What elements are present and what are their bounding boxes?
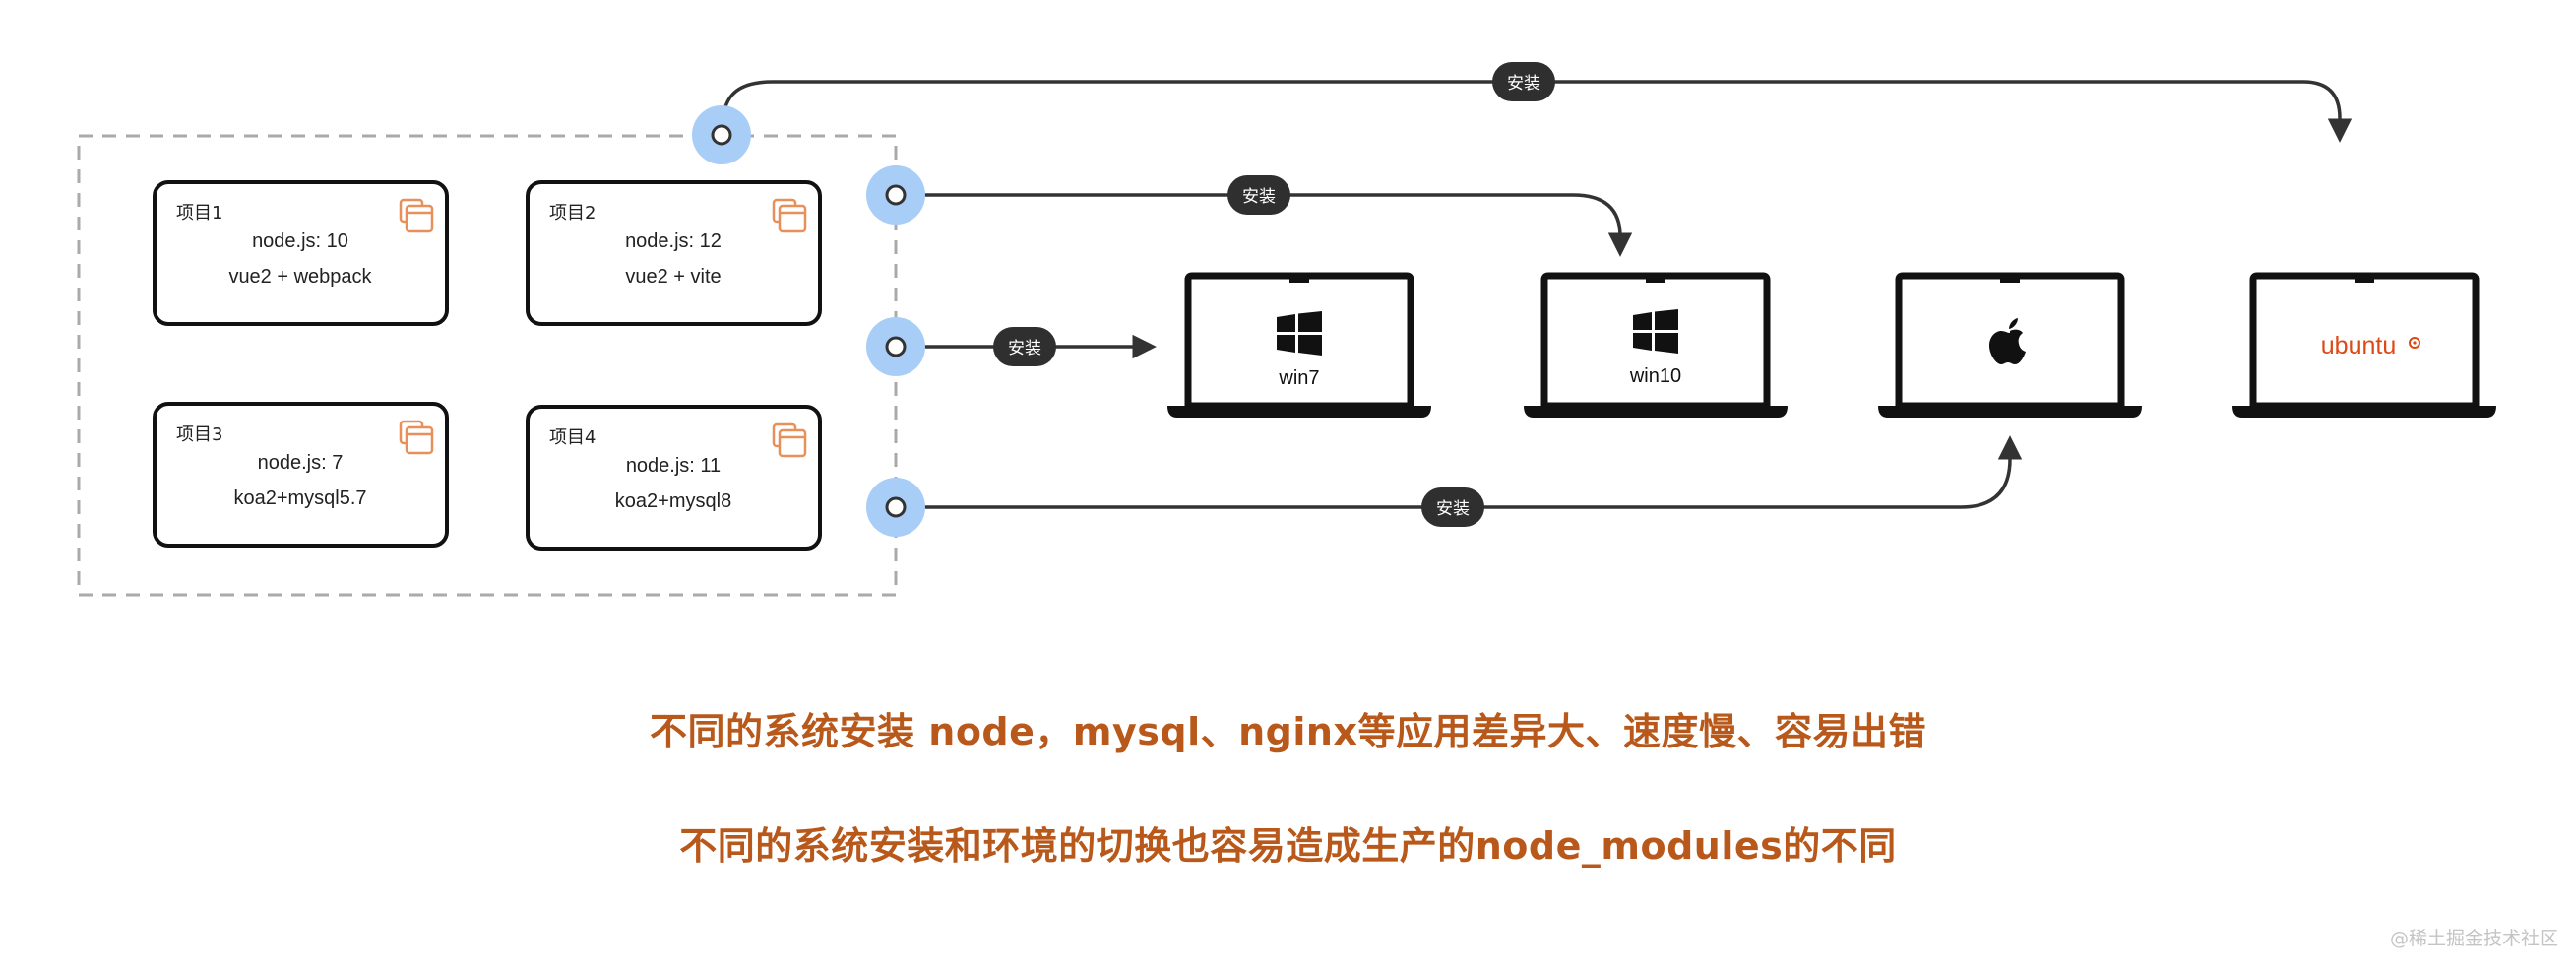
connection-node [866, 478, 925, 537]
window-stack-icon [399, 420, 434, 455]
window-stack-icon [399, 198, 434, 233]
project-node-version: node.js: 11 [626, 455, 721, 477]
connector-to-win10 [896, 193, 1633, 257]
project-card: 项目2 node.js: 12 vue2 + vite [526, 180, 822, 326]
windows-logo-icon [1633, 309, 1678, 354]
project-node-version: node.js: 10 [252, 230, 348, 252]
connection-node [866, 165, 925, 225]
laptop-ubuntu: ubuntu [2232, 272, 2496, 418]
laptop-win7: win7 [1167, 272, 1431, 418]
install-pill: 安装 [1492, 62, 1555, 101]
caption-env-differences: 不同的系统安装和环境的切换也容易造成生产的node_modules的不同 [679, 824, 1897, 868]
connection-node [866, 317, 925, 376]
project-card: 项目3 node.js: 7 koa2+mysql5.7 [153, 402, 449, 548]
install-pill: 安装 [1421, 487, 1484, 527]
svg-text:安装: 安装 [1008, 339, 1041, 358]
window-stack-icon [772, 198, 807, 233]
project-node-version: node.js: 7 [258, 452, 344, 474]
laptop-label: win7 [1278, 367, 1319, 389]
svg-text:ubuntu: ubuntu [2321, 332, 2396, 359]
svg-text:安装: 安装 [1507, 74, 1540, 94]
laptop-win10: win10 [1524, 272, 1788, 418]
apple-logo-icon [1989, 318, 2026, 364]
project-card: 项目4 node.js: 11 koa2+mysql8 [526, 405, 822, 551]
ubuntu-logo-icon: ubuntu [2321, 332, 2420, 359]
project-id: 项目1 [176, 203, 222, 224]
install-pill: 安装 [993, 327, 1056, 366]
svg-text:安装: 安装 [1242, 187, 1276, 207]
project-id: 项目4 [549, 427, 596, 448]
project-card: 项目1 node.js: 10 vue2 + webpack [153, 180, 449, 326]
project-stack: vue2 + webpack [228, 266, 372, 288]
project-stack: vue2 + vite [625, 266, 721, 288]
laptop-label: win10 [1629, 365, 1681, 387]
watermark: @稀土掘金技术社区 [2389, 928, 2558, 949]
svg-text:安装: 安装 [1436, 499, 1470, 519]
window-stack-icon [772, 422, 807, 458]
project-stack: koa2+mysql8 [615, 490, 731, 512]
windows-logo-icon [1277, 311, 1322, 356]
caption-install-issues: 不同的系统安装 node，mysql、nginx等应用差异大、速度慢、容易出错 [650, 710, 1926, 753]
install-pill: 安装 [1227, 175, 1290, 215]
project-id: 项目2 [549, 203, 596, 224]
project-node-version: node.js: 12 [625, 230, 722, 252]
project-stack: koa2+mysql5.7 [233, 487, 366, 509]
connection-node [692, 105, 751, 164]
connector-to-mac [896, 435, 2023, 509]
project-id: 项目3 [176, 424, 222, 445]
laptop-mac [1878, 272, 2142, 418]
